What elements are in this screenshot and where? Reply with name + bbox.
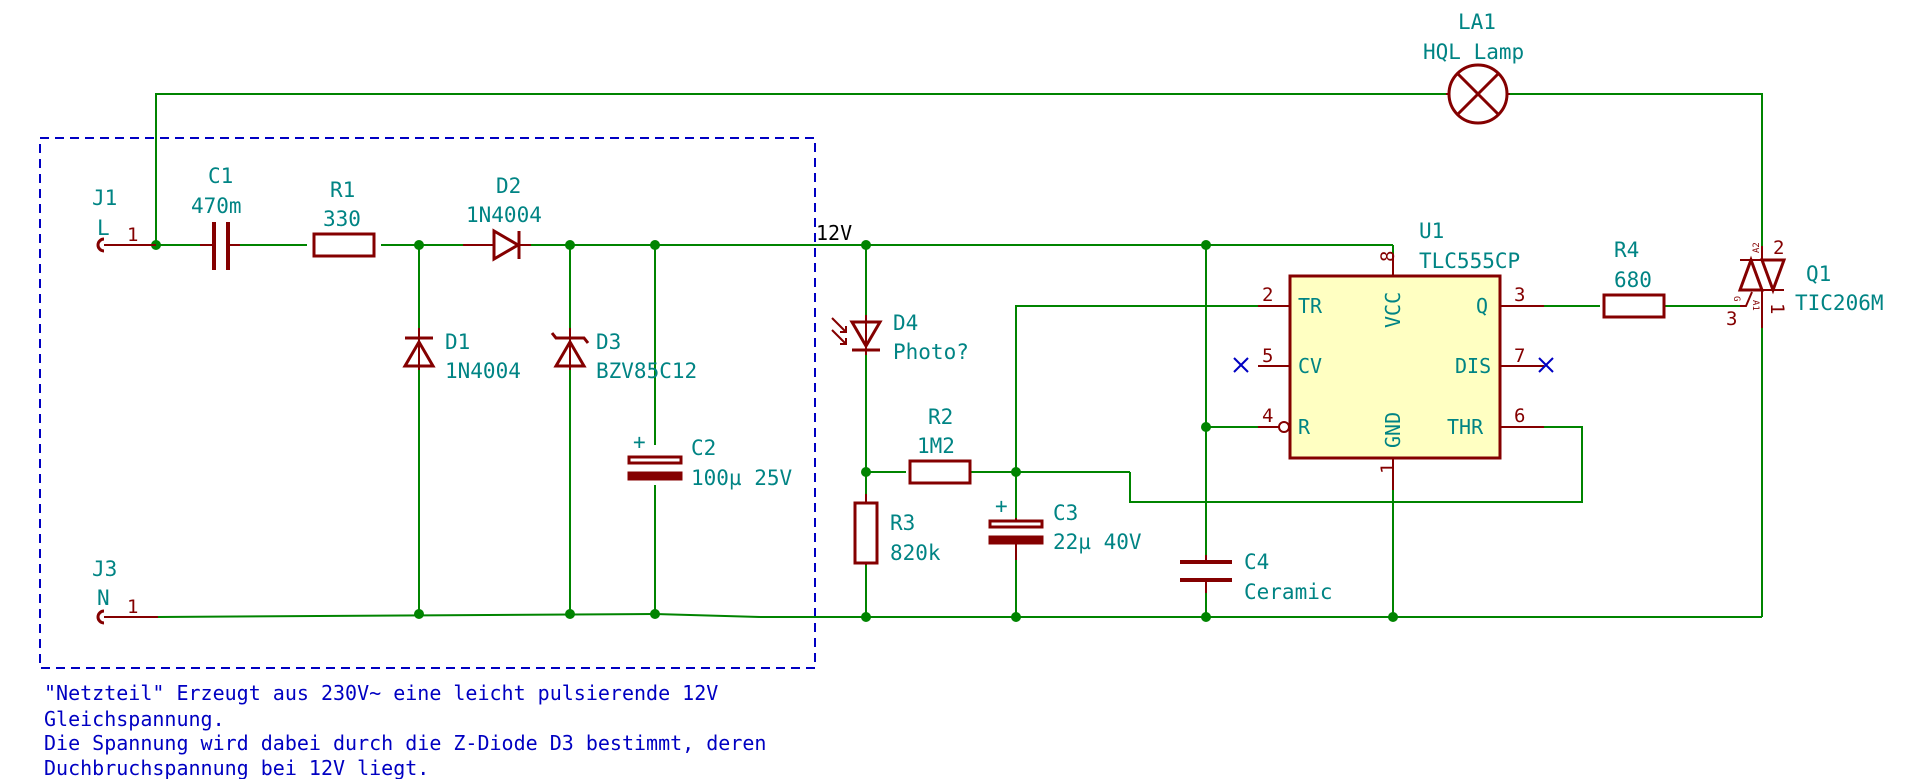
zener-d3: D3 BZV85C12 [550, 328, 697, 383]
d4-value: Photo? [893, 340, 969, 364]
capacitor-c3: + C3 22µ 40V [988, 494, 1142, 560]
j3-ref: J3 [92, 557, 117, 581]
diode-d2: D2 1N4004 [463, 174, 542, 262]
c2-value: 100µ 25V [691, 466, 793, 490]
u1-pin-dis-num: 7 [1514, 345, 1525, 367]
u1-ref: U1 [1419, 219, 1444, 243]
u1-pin-thr-name: THR [1447, 415, 1484, 439]
la1-ref: LA1 [1458, 10, 1496, 34]
resistor-r4: R4 680 [1602, 238, 1666, 319]
c2-plus: + [633, 430, 646, 454]
c2-ref: C2 [691, 436, 716, 460]
u1-pin-gnd-num: 1 [1377, 463, 1399, 474]
u1-pin-tr-name: TR [1298, 294, 1323, 318]
note-line-2: Gleichspannung. [44, 707, 225, 731]
d1-ref: D1 [445, 330, 470, 354]
c3-value: 22µ 40V [1053, 530, 1142, 554]
q1-pin-g-name: G [1731, 296, 1741, 301]
connector-j3: J3 N 1 [92, 557, 158, 625]
note-line-1: "Netzteil" Erzeugt aus 230V~ eine leicht… [44, 681, 718, 705]
junctions [151, 240, 1398, 622]
j3-pin: 1 [127, 596, 138, 618]
d2-ref: D2 [496, 174, 521, 198]
q1-pin-a2-num: 2 [1773, 237, 1784, 259]
resistor-r1: R1 330 [312, 178, 376, 258]
u1-value: TLC555CP [1419, 249, 1520, 273]
power-supply-frame [39, 137, 816, 669]
net-label-12v: 12V [816, 221, 852, 245]
no-connect-markers [1233, 357, 1554, 373]
c4-ref: C4 [1244, 550, 1269, 574]
r3-ref: R3 [890, 511, 915, 535]
r4-ref: R4 [1614, 238, 1639, 262]
u1-pin-q-num: 3 [1514, 284, 1525, 306]
c3-plus: + [995, 494, 1008, 518]
resistor-r2: R2 1M2 [908, 405, 972, 485]
note-line-3: Die Spannung wird dabei durch die Z-Diod… [44, 731, 766, 755]
j1-pin: 1 [127, 224, 138, 246]
ic-u1: 2 5 4 3 7 6 8 1 TR CV R Q DIS THR VCC GN… [1258, 219, 1544, 490]
d1-value: 1N4004 [445, 359, 521, 383]
la1-value: HQL Lamp [1423, 40, 1524, 64]
d2-value: 1N4004 [466, 203, 542, 227]
lamp-la1: LA1 HQL Lamp [1423, 10, 1524, 125]
u1-pin-tr-num: 2 [1262, 284, 1273, 306]
r2-value: 1M2 [917, 434, 955, 458]
capacitor-c4: C4 Ceramic [1180, 550, 1333, 604]
r1-value: 330 [323, 207, 361, 231]
q1-pin-a1-num: 1 [1766, 303, 1788, 314]
d4-ref: D4 [893, 311, 918, 335]
u1-pin-thr-num: 6 [1514, 405, 1525, 427]
r4-value: 680 [1614, 268, 1652, 292]
d3-ref: D3 [596, 330, 621, 354]
j1-value: L [97, 216, 110, 240]
q1-pin-a2-name: A2 [1752, 242, 1762, 253]
q1-pin-a1-name: A1 [1750, 300, 1760, 311]
q1-pin-g-num: 3 [1726, 308, 1737, 330]
connector-j1: J1 L 1 [92, 186, 156, 253]
r2-ref: R2 [928, 405, 953, 429]
c4-value: Ceramic [1244, 580, 1333, 604]
u1-pin-vcc-num: 8 [1377, 251, 1399, 262]
u1-pin-cv-num: 5 [1262, 345, 1273, 367]
c1-ref: C1 [208, 164, 233, 188]
j1-ref: J1 [92, 186, 117, 210]
capacitor-c1: C1 470m [191, 164, 242, 270]
u1-pin-r-name: R [1298, 415, 1311, 439]
capacitor-c2: + C2 100µ 25V [627, 430, 793, 490]
u1-pin-dis-name: DIS [1455, 354, 1491, 378]
j3-value: N [97, 586, 110, 610]
triac-q1: 2 3 1 A2 G A1 Q1 TIC206M [1726, 237, 1884, 330]
q1-ref: Q1 [1806, 262, 1831, 286]
diode-d1: D1 1N4004 [402, 328, 521, 383]
r1-ref: R1 [330, 178, 355, 202]
note-line-4: Duchbruchspannung bei 12V liegt. [44, 756, 429, 779]
r3-value: 820k [890, 541, 941, 565]
power-supply-note: "Netzteil" Erzeugt aus 230V~ eine leicht… [44, 681, 766, 779]
resistor-r3: R3 820k [853, 494, 941, 565]
d3-value: BZV85C12 [596, 359, 697, 383]
c1-value: 470m [191, 194, 242, 218]
u1-pin-q-name: Q [1476, 294, 1488, 318]
c3-ref: C3 [1053, 501, 1078, 525]
photodiode-d4: D4 Photo? [831, 311, 969, 364]
u1-pin-r-num: 4 [1262, 405, 1273, 427]
q1-value: TIC206M [1795, 291, 1884, 315]
u1-pin-vcc-name: VCC [1381, 292, 1405, 328]
u1-pin-cv-name: CV [1298, 354, 1322, 378]
u1-pin-gnd-name: GND [1381, 412, 1405, 448]
